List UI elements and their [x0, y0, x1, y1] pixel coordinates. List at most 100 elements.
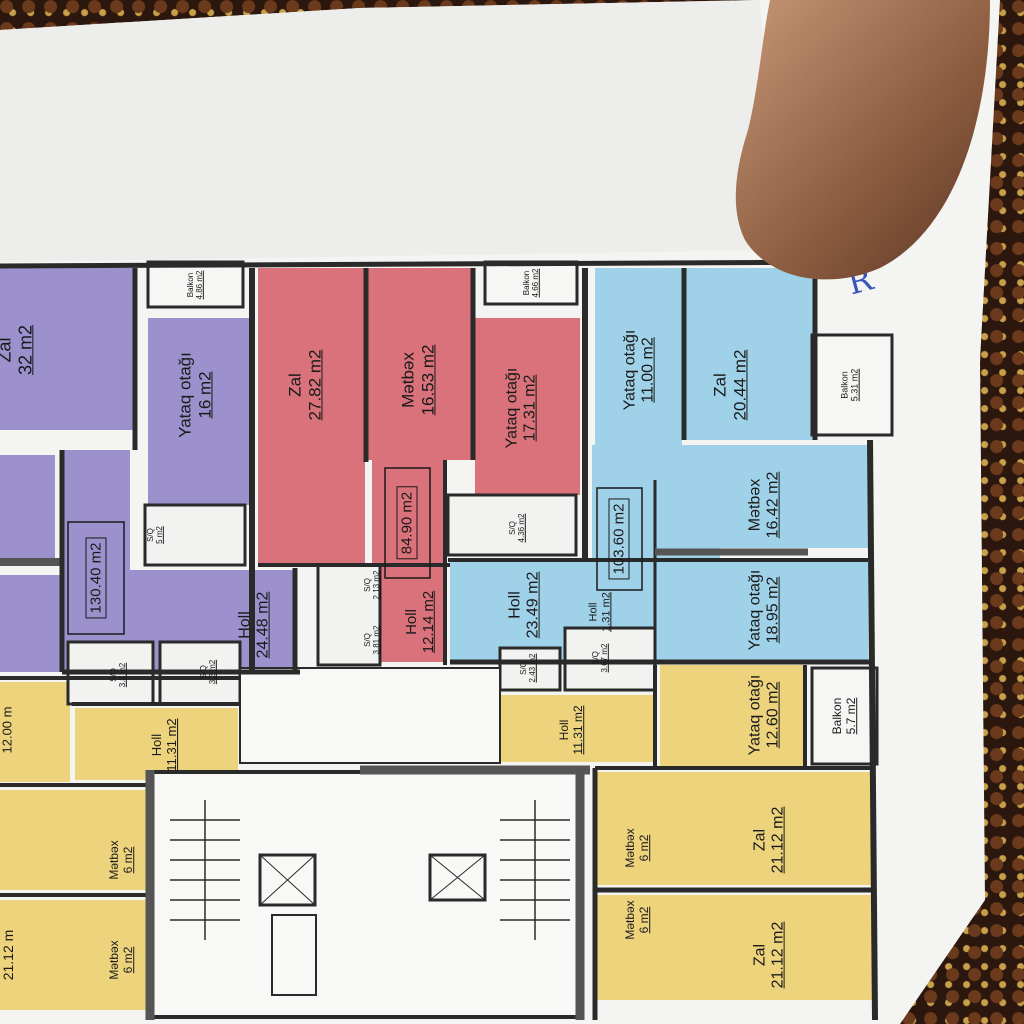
- balcony-yellow: Balkon 5.7 m2: [830, 697, 859, 735]
- room-yellow-holl-right: Holl 11.31 m2: [557, 705, 586, 755]
- total-blue: 103.60 m2: [608, 498, 630, 580]
- room-area: 23.49 m2: [525, 571, 542, 639]
- room-purple-yataq: Yataq otağı 16 m2: [175, 352, 214, 438]
- room-area: 24.48 m2: [255, 591, 272, 659]
- room-red-sq1: S/Q 4.36 m2: [508, 514, 526, 543]
- room-yellow-zal2: Zal 21.12 m2: [752, 922, 789, 989]
- room-area: 3.81 m2: [372, 625, 381, 655]
- room-blue-sq2: S/Q 3.67 m2: [591, 644, 609, 673]
- room-name: S/Q: [362, 578, 372, 592]
- room-area: 6 m2: [637, 834, 651, 862]
- room-area: 20.44 m2: [730, 349, 749, 421]
- room-name: Holl: [149, 733, 165, 757]
- room-red-sq3: S/Q 3.81 m2: [363, 626, 381, 655]
- room-area: 11.31 m2: [571, 705, 585, 755]
- total-area-boxes: [67, 467, 643, 635]
- room-name: S/Q: [145, 528, 155, 542]
- room-name: Mətbəx: [107, 940, 122, 980]
- room-name: Holl: [587, 602, 600, 622]
- room-name: Mətbəx: [107, 840, 122, 880]
- room-name: Mətbəx: [398, 352, 418, 408]
- room-yellow-metbex2: Mətbəx 6 m2: [623, 900, 652, 940]
- room-area: 17.31 m2: [522, 374, 539, 442]
- room-area: 21.12 m2: [770, 921, 787, 989]
- room-name: S/Q: [518, 661, 528, 675]
- room-name: S/Q: [198, 665, 208, 679]
- room-purple-sq2: S/Q 3.8 m2: [109, 663, 127, 687]
- room-area: 11.00 m2: [640, 337, 657, 403]
- room-area: 16.53 m2: [418, 344, 437, 416]
- room-yellow-metbex-left2: Mətbəx 6 m2: [107, 940, 136, 980]
- room-area: 3.67 m2: [600, 643, 609, 673]
- room-blue-yataq2: Yataq otağı 18.95 m2: [747, 570, 784, 651]
- room-area: 2.43 m2: [528, 653, 537, 683]
- room-area: 12.60 m2: [765, 681, 782, 749]
- room-name: S/Q: [108, 668, 118, 682]
- room-name: Yataq otağı: [746, 674, 764, 756]
- room-area: 3.3 m2: [208, 659, 217, 685]
- room-name: Zal: [0, 337, 15, 363]
- room-name: Zal: [710, 373, 730, 397]
- balcony-blue: Balkon 5.31 m2: [840, 369, 861, 402]
- balcony-area: 4.66 m2: [531, 268, 540, 298]
- room-area: 12.14 m2: [420, 590, 437, 654]
- room-blue-metbex: Mətbəx 16.42 m2: [747, 472, 784, 539]
- room-red-yataq: Yataq otağı 17.31 m2: [504, 368, 541, 449]
- room-area: 6 m2: [121, 946, 135, 974]
- plan-fills: [0, 260, 894, 1019]
- room-name: S/Q: [362, 633, 372, 647]
- room-red-sq2: S/Q 2.13 m2: [363, 571, 381, 600]
- room-purple-zal: Zal 32 m2: [0, 325, 36, 375]
- room-blue-holl: Holl 23.49 m2: [507, 572, 544, 639]
- balcony-area: 5.7 m2: [844, 697, 858, 735]
- balcony-name: Balkon: [521, 270, 531, 296]
- room-name: Yataq otağı: [621, 329, 639, 411]
- room-name: Mətbəx: [623, 828, 638, 868]
- room-area: 1.31 m2: [600, 592, 612, 632]
- balcony-name: Balkon: [185, 272, 195, 298]
- room-name: Mətbəx: [623, 900, 638, 940]
- room-area: 5 m2: [155, 526, 164, 544]
- balcony-purple: Balkon 4.86 m2: [186, 271, 204, 300]
- room-red-holl: Holl 12.14 m2: [403, 591, 438, 654]
- balcony-area: 4.86 m2: [195, 270, 204, 300]
- room-area: 16 m2: [195, 371, 214, 419]
- room-name: Yataq otağı: [746, 569, 764, 651]
- room-blue-zal: Zal 20.44 m2: [710, 350, 749, 421]
- room-purple-holl: Holl 24.48 m2: [237, 592, 274, 659]
- partial-label-left: 12.00 m: [0, 706, 15, 754]
- room-area: 18.95 m2: [765, 576, 782, 644]
- partial-label-left: 21.12 m: [0, 929, 16, 981]
- balcony-red: Balkon 4.66 m2: [522, 269, 540, 298]
- room-name: Mətbəx: [746, 478, 764, 532]
- room-blue-sq1: S/Q 2.43 m2: [519, 654, 537, 683]
- room-name: S/Q: [507, 521, 517, 535]
- total-red: 84.90 m2: [396, 486, 418, 560]
- room-name: Holl: [557, 719, 572, 741]
- balcony-area: 5.31 m2: [850, 368, 860, 402]
- room-area: 2.13 m2: [372, 570, 381, 600]
- room-blue-holl2: Holl 1.31 m2: [587, 592, 612, 632]
- room-blue-yataq1: Yataq otağı 11.00 m2: [622, 330, 659, 411]
- room-name: Yataq otağı: [503, 367, 521, 449]
- total-purple: 130.40 m2: [85, 537, 107, 619]
- room-name: Zal: [751, 943, 769, 967]
- room-area: 3.8 m2: [118, 662, 127, 688]
- room-yellow-holl-left: Holl 11.31 m2: [149, 718, 180, 771]
- room-red-zal: Zal 27.82 m2: [285, 350, 324, 421]
- room-yellow-zal1: Zal 21.12 m2: [752, 807, 789, 874]
- room-area: 32 m2: [15, 324, 35, 376]
- plan-walls: [0, 259, 881, 1021]
- room-yellow-metbex-left: Mətbəx 6 m2: [107, 840, 136, 880]
- room-red-metbex: Mətbəx 16.53 m2: [398, 345, 437, 416]
- room-name: Holl: [402, 609, 420, 635]
- room-area: 21.12 m2: [770, 806, 787, 874]
- room-name: Holl: [236, 611, 254, 639]
- room-area: 27.82 m2: [305, 349, 324, 421]
- room-area: 6 m2: [121, 846, 135, 874]
- room-purple-sq1: S/Q 5 m2: [146, 526, 164, 544]
- room-yellow-yataq: Yataq otağı 12.60 m2: [747, 675, 784, 756]
- room-area: 16.42 m2: [765, 471, 782, 539]
- room-area: 4.36 m2: [517, 513, 526, 543]
